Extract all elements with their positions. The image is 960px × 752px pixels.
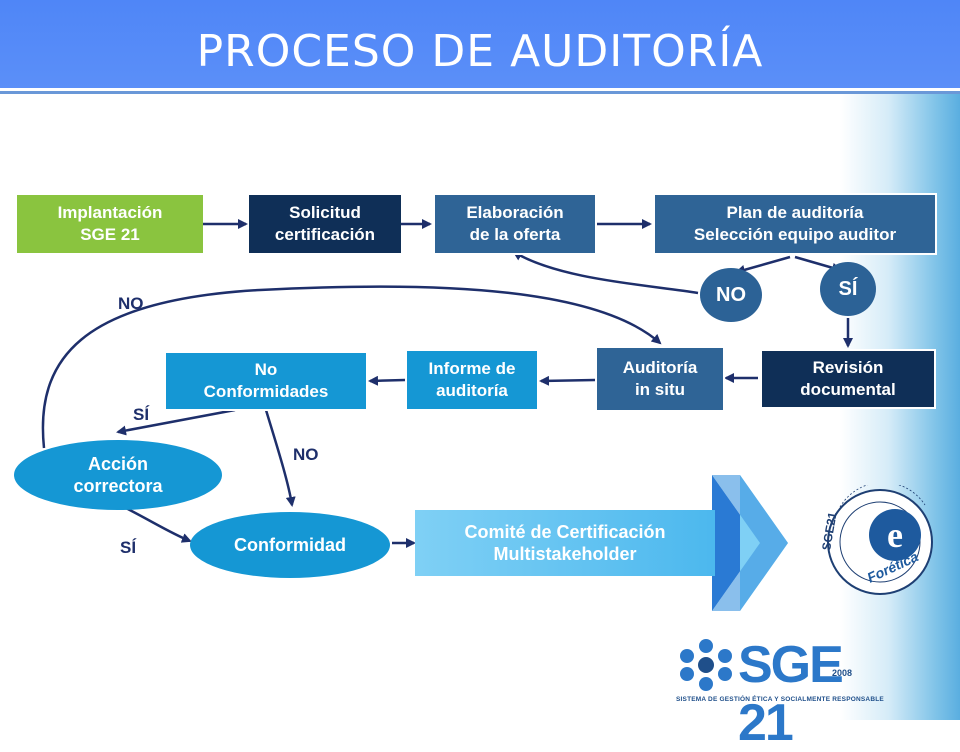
label-si-conformidad: SÍ [120,538,137,557]
decision-no: NO [700,268,762,322]
node-revision: Revisión documental [760,349,936,409]
header-divider [0,91,960,94]
arrow-no-elaboracion [512,250,699,295]
label-no-loop: NO [118,294,144,313]
arrow-accion-conformidad [119,503,192,543]
arrow-auditoria-informe [539,375,596,386]
label-no-conformidad: NO [293,445,319,464]
logo-word: SGE 21 [738,636,844,752]
decision-si: SÍ [820,262,876,316]
node-plan: Plan de auditoría Selección equipo audit… [653,193,937,255]
logo-year: 2008 [832,668,853,678]
node-solicitud: Solicitud certificación [249,195,401,253]
header-bar [0,0,960,88]
svg-text:SGE21: SGE21 [819,511,840,552]
arrow-noconformidades-accion [116,408,236,436]
node-auditoria: Auditoría in situ [595,346,725,412]
arrow-informe-noconformidades [368,375,406,386]
svg-text:e: e [887,515,903,555]
foretica-seal-icon: SGE21 e Forética [819,485,933,595]
flower-icon [680,639,732,691]
sge21-logo: SGE 21 2008 SISTEMA DE GESTIÓN ÉTICA Y S… [676,636,906,752]
node-conformidad: Conformidad [190,512,390,578]
node-comite: Comité de Certificación Multistakeholder [415,510,715,576]
logo-tagline: SISTEMA DE GESTIÓN ÉTICA Y SOCIALMENTE R… [676,696,884,703]
node-no-conformidades: No Conformidades [164,351,368,411]
page-title: PROCESO DE AUDITORÍA [196,26,764,77]
arrow-plan-no [735,255,791,275]
node-elaboracion: Elaboración de la oferta [433,193,597,255]
arrow-accion-loop-auditoria [41,285,662,449]
node-informe: Informe de auditoría [405,349,539,411]
node-accion-correctora: Acción correctora [14,440,222,510]
arrow-noconformidades-conformidad [264,409,296,507]
node-implantacion: Implantación SGE 21 [17,195,203,253]
diagram-connectors [41,219,853,611]
banner-chevrons [712,475,788,611]
label-si-accion: SÍ [133,405,150,424]
